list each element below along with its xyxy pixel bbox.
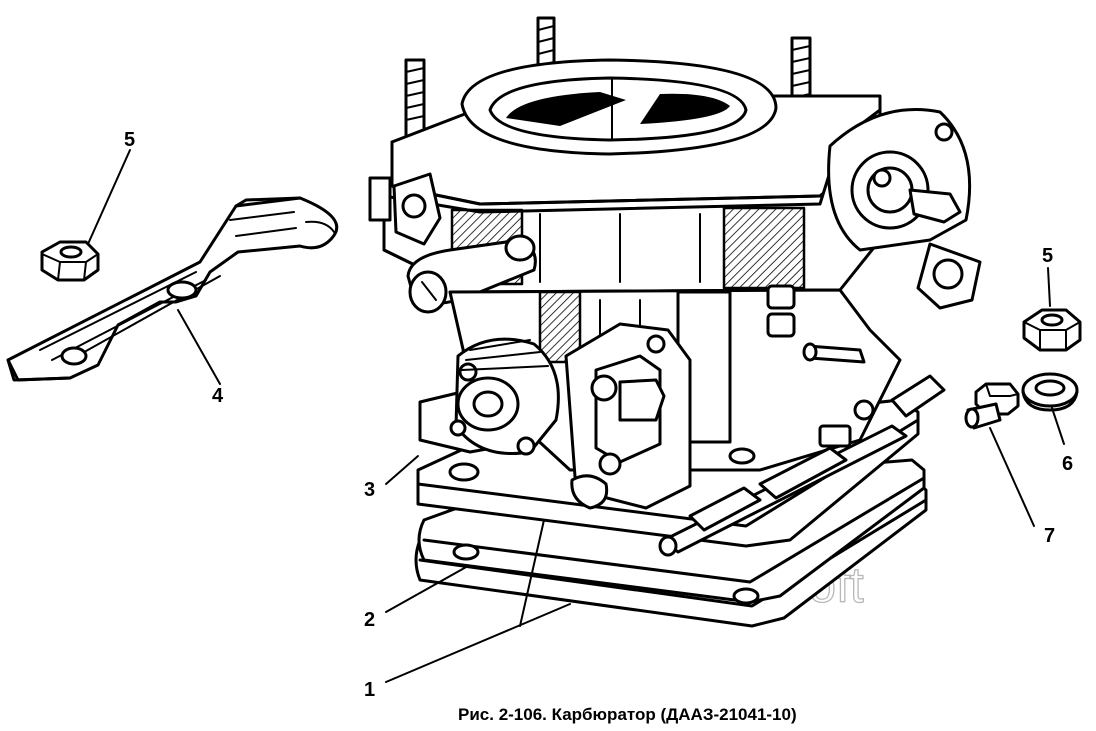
leader-line-1b [519,519,545,627]
leader-lines [87,149,1065,683]
bracket-part-4 [6,196,339,382]
carburetor-body [368,16,982,557]
callout-7: 7 [1044,525,1055,547]
leader-line-2 [385,565,469,613]
leader-line-3 [385,455,419,485]
callout-4: 4 [212,385,224,407]
leader-line-1a [385,603,571,683]
figure-caption: Рис. 2-106. Карбюратор (ДААЗ-21041-10) [458,705,797,724]
leader-line-7 [989,427,1035,527]
nut-part-5-right [1022,308,1082,352]
callout-3: 3 [364,479,375,501]
bolt-part-7 [964,382,1020,430]
leader-line-6 [1051,407,1065,445]
callout-5-left: 5 [124,129,135,151]
nut-part-5-left [40,240,100,282]
callout-1: 1 [364,679,375,701]
callout-5-right: 5 [1042,245,1053,267]
callout-6: 6 [1062,453,1073,475]
callout-2: 2 [364,609,375,631]
leader-line-5-right [1047,267,1051,307]
leader-line-4 [177,309,221,385]
washer-part-6 [1021,372,1079,412]
leader-line-5-left [87,149,131,245]
